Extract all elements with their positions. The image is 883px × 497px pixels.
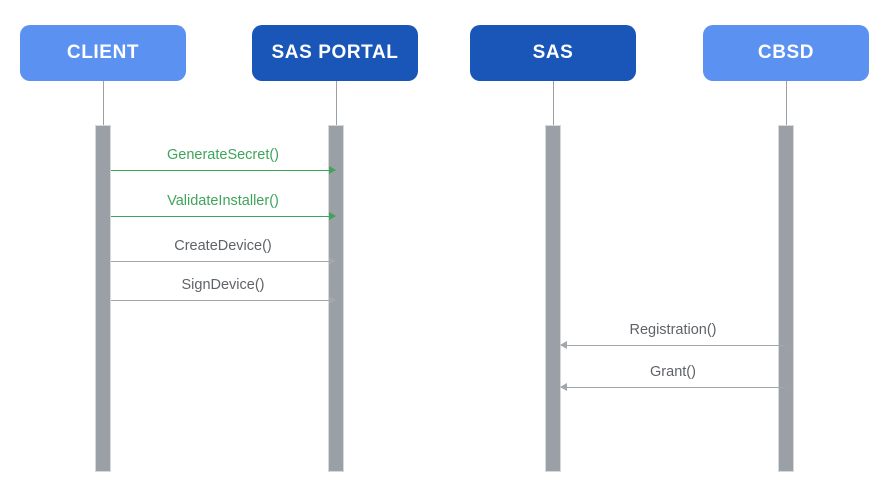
message-line bbox=[111, 261, 335, 263]
message-label: Grant() bbox=[650, 364, 696, 380]
participant-header-sas[interactable]: SAS bbox=[470, 25, 636, 81]
participant-header-cbsd[interactable]: CBSD bbox=[703, 25, 869, 81]
arrow-head-right-icon bbox=[329, 166, 336, 175]
participant-label: SAS bbox=[532, 42, 574, 63]
message-label: GenerateSecret() bbox=[166, 147, 280, 163]
message-label: CreateDevice() bbox=[174, 238, 272, 254]
message-line bbox=[561, 345, 785, 347]
arrow-head-left-icon bbox=[560, 341, 567, 350]
activation-bar-client bbox=[95, 125, 111, 472]
message-label: Registration() bbox=[629, 322, 717, 338]
message-line bbox=[111, 216, 335, 218]
activation-bar-sas-portal bbox=[328, 125, 344, 472]
participant-label: SAS PORTAL bbox=[271, 42, 399, 63]
lifeline-client bbox=[103, 81, 104, 125]
participant-label: CLIENT bbox=[66, 42, 140, 63]
lifeline-cbsd bbox=[786, 81, 787, 125]
message-label: ValidateInstaller() bbox=[167, 193, 279, 209]
lifeline-sas-portal bbox=[336, 81, 337, 125]
message-line bbox=[561, 387, 785, 389]
message-line bbox=[111, 300, 335, 302]
activation-bar-sas bbox=[545, 125, 561, 472]
message-line bbox=[111, 170, 335, 172]
message-label: SignDevice() bbox=[181, 277, 265, 293]
participant-header-client[interactable]: CLIENT bbox=[20, 25, 186, 81]
participant-label: CBSD bbox=[757, 42, 815, 63]
activation-bar-cbsd bbox=[778, 125, 794, 472]
lifeline-sas bbox=[553, 81, 554, 125]
arrow-head-right-icon bbox=[329, 257, 336, 266]
arrow-head-left-icon bbox=[560, 383, 567, 392]
participant-header-sas-portal[interactable]: SAS PORTAL bbox=[252, 25, 418, 81]
arrow-head-right-icon bbox=[329, 212, 336, 221]
arrow-head-right-icon bbox=[329, 296, 336, 305]
